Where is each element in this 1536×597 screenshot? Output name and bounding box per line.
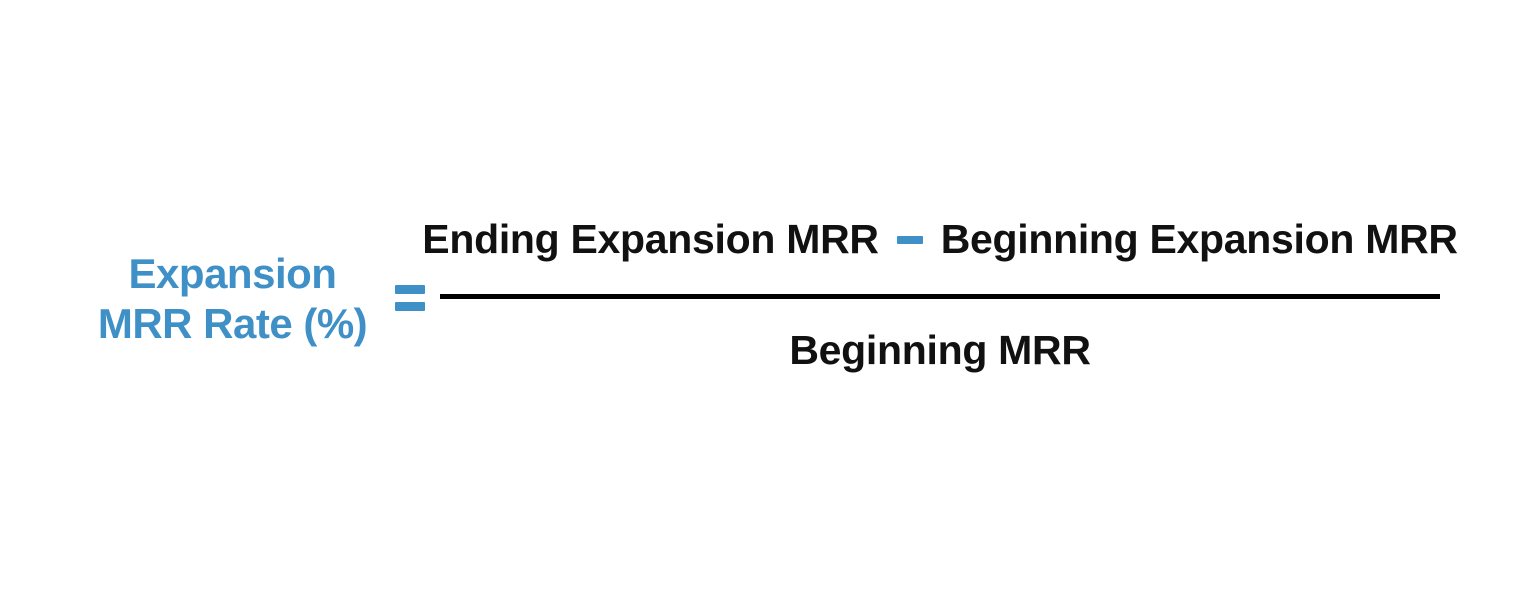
numerator-right-term: Beginning Expansion MRR [940, 215, 1458, 262]
denominator-term: Beginning MRR [789, 326, 1091, 373]
minus-sign-icon [896, 236, 923, 244]
formula-left-label: Expansion MRR Rate (%) [60, 249, 405, 349]
fraction-bar [440, 294, 1440, 299]
numerator-left-term: Ending Expansion MRR [422, 215, 879, 262]
equals-sign-icon [393, 282, 427, 312]
fraction-numerator: Ending Expansion MRR Beginning Expansion… [422, 198, 1458, 280]
formula-left-label-line-2: MRR Rate (%) [97, 300, 368, 347]
fraction: Ending Expansion MRR Beginning Expansion… [422, 198, 1458, 393]
fraction-denominator: Beginning MRR [440, 307, 1440, 393]
equals-sign-bar-top [395, 285, 425, 294]
equals-sign-bar-bottom [395, 302, 425, 311]
formula-left-label-line-1: Expansion [128, 250, 337, 297]
